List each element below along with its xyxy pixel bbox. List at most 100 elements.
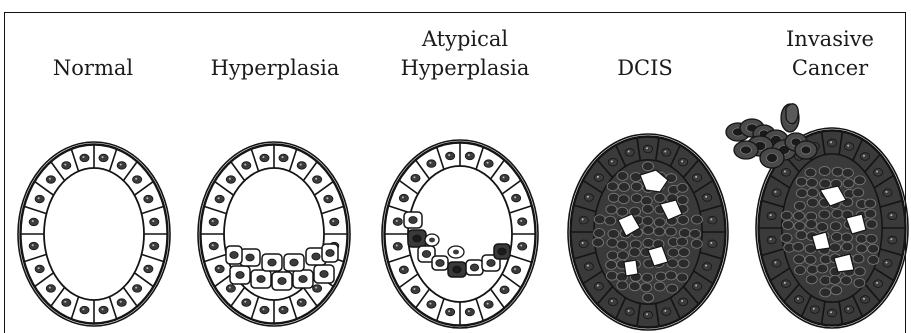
tumor-cell: [796, 231, 807, 240]
cell-nucleus: [643, 145, 652, 153]
cell-nucleus: [708, 216, 717, 224]
nucleolus: [830, 311, 832, 313]
tumor-cell: [829, 275, 840, 284]
nucleolus: [520, 245, 522, 247]
nucleolus: [784, 282, 786, 284]
nucleolus: [262, 308, 264, 310]
nucleolus: [664, 151, 666, 153]
nucleolus: [468, 154, 470, 156]
cell-nucleus: [845, 143, 854, 151]
tumor-cell: [781, 211, 792, 220]
tumor-cell: [690, 229, 701, 238]
nucleolus: [847, 145, 849, 147]
nucleolus: [775, 262, 777, 264]
tumor-cell: [667, 259, 678, 268]
tumor-cell: [630, 173, 641, 182]
tumor-cell: [629, 248, 640, 257]
cell-nucleus: [584, 194, 593, 202]
cell-nucleus: [579, 240, 588, 248]
tumor-cell: [593, 238, 604, 247]
nucleolus: [863, 155, 865, 157]
nucleolus: [890, 238, 892, 240]
cell-nucleus: [62, 162, 71, 170]
cell-nucleus: [320, 271, 328, 278]
cell-nucleus: [99, 306, 108, 314]
cell-nucleus: [703, 194, 712, 202]
cell-nucleus: [845, 306, 854, 314]
tumor-cell: [868, 255, 879, 264]
nucleolus: [847, 308, 849, 310]
nucleolus: [775, 191, 777, 193]
tumor-cell: [793, 242, 804, 251]
tumor-cell: [641, 283, 652, 292]
tumor-cell: [806, 275, 817, 284]
cell-nucleus: [35, 265, 44, 273]
cell-nucleus: [772, 260, 781, 268]
nucleolus: [282, 308, 284, 310]
nucleolus: [326, 197, 328, 199]
cell-nucleus: [810, 306, 819, 314]
tumor-cell: [782, 221, 793, 230]
cell-nucleus: [860, 296, 869, 304]
tumor-cell: [617, 281, 628, 290]
tumor-cell: [807, 265, 818, 274]
cell-nucleus: [781, 280, 790, 288]
nucleolus: [503, 176, 505, 178]
tumor-cell: [817, 222, 828, 231]
nucleolus: [611, 160, 613, 162]
nucleolus: [487, 303, 489, 305]
tumor-cell: [805, 255, 816, 264]
nucleolus: [681, 160, 683, 162]
cell-nucleus: [246, 254, 254, 261]
cell-nucleus: [453, 266, 461, 273]
cell-nucleus: [446, 152, 455, 160]
tumor-cell: [794, 255, 805, 264]
lumen-border: [44, 168, 144, 300]
tumor-cell: [594, 215, 605, 224]
cell-nucleus: [35, 195, 44, 203]
cell-nucleus: [242, 162, 251, 170]
nucleolus: [597, 176, 599, 178]
tumor-cell: [642, 273, 653, 282]
tumor-cell: [866, 234, 877, 243]
tumor-cell: [654, 227, 665, 236]
nucleolus: [413, 176, 415, 178]
cell-nucleus: [133, 176, 142, 184]
cell-nucleus: [215, 265, 224, 273]
cell-nucleus: [326, 250, 334, 257]
cell-nucleus: [794, 296, 803, 304]
nucleolus: [64, 301, 66, 303]
cell-nucleus: [860, 153, 869, 161]
tumor-cell: [678, 259, 689, 268]
tumor-cell: [668, 248, 679, 257]
cell-nucleus: [608, 158, 617, 166]
nucleolus: [282, 156, 284, 158]
cell-nucleus: [117, 299, 126, 307]
nucleolus: [152, 244, 154, 246]
nucleolus: [229, 287, 231, 289]
nucleolus: [770, 214, 772, 216]
nucleolus: [38, 197, 40, 199]
cell-nucleus: [874, 169, 883, 177]
cell-nucleus: [518, 218, 527, 226]
cell-nucleus: [453, 250, 459, 255]
tumor-cell: [631, 182, 642, 191]
tumor-cell: [606, 260, 617, 269]
tumor-cell: [866, 220, 877, 229]
tumor-cell: [807, 198, 818, 207]
tumor-cell: [820, 179, 831, 188]
nucleolus: [597, 285, 599, 287]
tumor-cell: [608, 229, 619, 238]
cell-nucleus: [883, 189, 892, 197]
tumor-cell: [832, 167, 843, 176]
cell-nucleus: [46, 176, 55, 184]
cell-nucleus: [99, 154, 108, 162]
cell-nucleus: [500, 174, 509, 182]
cell-nucleus: [299, 276, 307, 283]
nucleolus: [402, 196, 404, 198]
cell-nucleus: [594, 283, 603, 291]
tumor-cell: [830, 222, 841, 231]
cell-nucleus: [117, 162, 126, 170]
tumor-cell: [655, 272, 666, 281]
